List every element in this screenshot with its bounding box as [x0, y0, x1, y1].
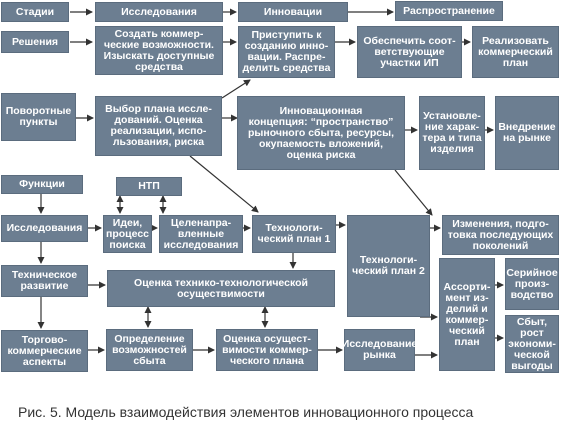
box-stages: Стадии — [1, 2, 69, 22]
box-tech-development: Техническое развитие — [1, 265, 88, 297]
box-create-opportunities: Создать коммер- ческие возможности. Изыс… — [95, 26, 223, 75]
box-sales-definition: Определение возможностей сбыта — [106, 329, 193, 371]
box-commercial-feasibility: Оценка осущест- вимости коммер- ческого … — [216, 329, 318, 371]
box-start-creating: Приступить к созданию инно- вации. Распр… — [238, 26, 335, 78]
box-research-stage: Исследования — [95, 2, 223, 22]
box-changes: Изменения, подго- товка последующих поко… — [442, 215, 559, 255]
box-distribution: Распространение — [395, 1, 503, 21]
box-sales-profit: Сбыт, рост экономи- ческой выгоды — [505, 315, 559, 373]
box-tech-feasibility: Оценка технико-технологической осуществи… — [107, 270, 335, 307]
box-functions: Функции — [1, 175, 83, 194]
box-turning-points: Поворотные пункты — [1, 93, 76, 141]
arrow-concept-techplan2 — [394, 169, 433, 216]
box-innovations: Инновации — [238, 2, 348, 22]
box-realize-plan: Реализовать коммерческий план — [472, 26, 559, 78]
box-market-intro: Внедрение на рынке — [495, 96, 559, 170]
box-serial-production: Серийное произ- водство — [505, 258, 559, 310]
box-choose-plan: Выбор плана иссле- дований. Оценка реали… — [95, 96, 222, 156]
box-research-function: Исследования — [1, 215, 88, 242]
box-ntp: НТП — [116, 177, 182, 196]
figure-caption: Рис. 5. Модель взаимодействия элементов … — [18, 404, 474, 420]
arrow-choose-start — [221, 79, 251, 99]
box-assortment: Ассорти- мент из- делий и коммер- ческий… — [439, 258, 495, 371]
box-tech-plan-1: Технологи- ческий план 1 — [252, 215, 336, 253]
box-establish-type: Установле- ние харак- тера и типа издели… — [419, 96, 485, 170]
box-market-research: Исследование рынка — [342, 329, 417, 371]
box-decisions: Решения — [1, 31, 69, 53]
box-innovation-concept: Инновационная концепция: “пространство” … — [237, 96, 405, 170]
box-ideas: Идеи, процесс поиска — [103, 215, 152, 253]
arrow-choose-techplan1 — [189, 155, 259, 213]
box-ensure-ip: Обеспечить соот- ветствующие участки ИП — [357, 26, 462, 78]
box-tech-plan-2: Технологи- ческий план 2 — [347, 215, 430, 317]
box-trade-aspects: Торгово- коммерческие аспекты — [1, 330, 88, 372]
box-targeted-research: Целенапра- вленные исследования — [159, 215, 243, 253]
